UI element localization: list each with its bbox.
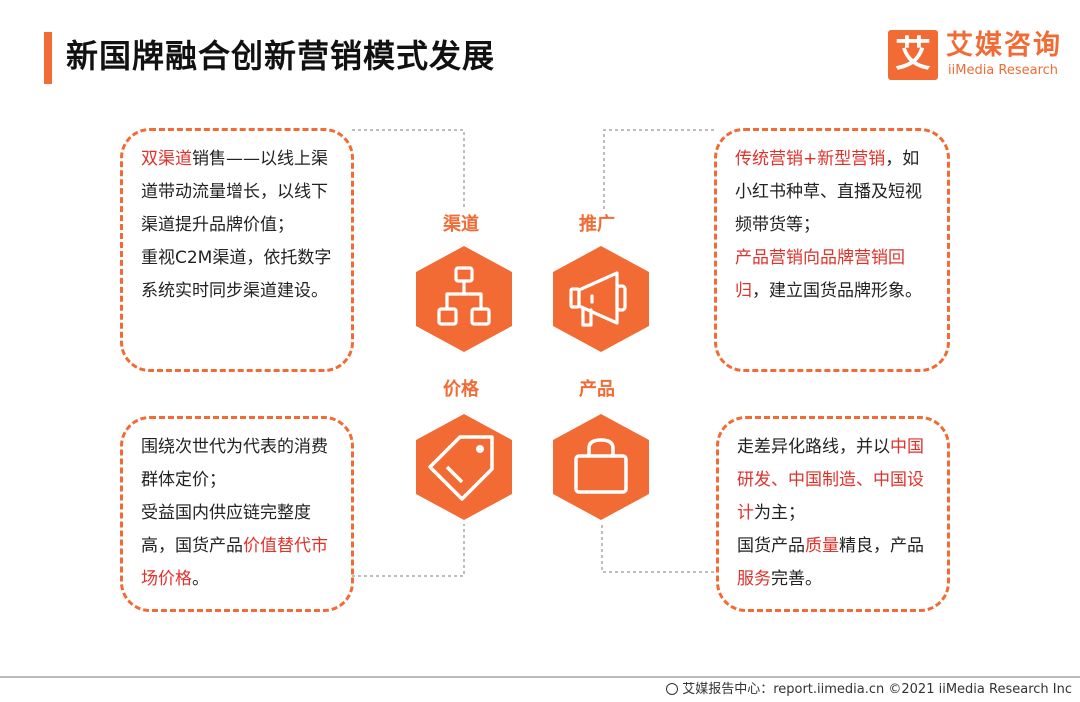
card-promotion-highlight-2: 产品营销向品牌营销回归 [735,248,905,301]
footer-divider [0,676,1080,678]
card-price-highlight: 价值替代市场价格 [141,536,328,589]
card-product-highlight-2: 质量 [805,536,839,556]
card-price: 围绕次世代为代表的消费群体定价； 受益国内供应链完整度高，国货产品价值替代市场价… [120,416,354,612]
globe-icon [666,683,679,695]
title-accent-bar [44,32,52,84]
brand-logo: 艾 艾媒咨询 iiMedia Research [888,30,1064,82]
hex-promotion [553,246,649,352]
card-product-text-1: 走差异化路线，并以中国研发、中国制造、中国设计为主； [737,437,924,523]
card-channel-highlight: 双渠道 [141,149,192,169]
card-price-text-2: 受益国内供应链完整度高，国货产品价值替代市场价格。 [141,503,328,589]
footer: 艾媒报告中心：report.iimedia.cn ©2021 iiMedia R… [666,680,1072,700]
card-channel: 双渠道销售——以线上渠道带动流量增长，以线下渠道提升品牌价值； 重视C2M渠道，… [120,128,354,372]
price-tag-icon [428,435,494,501]
card-channel-text-1: 双渠道销售——以线上渠道带动流量增长，以线下渠道提升品牌价值； [141,149,328,235]
hex-channel [416,246,512,352]
logo-mark-icon: 艾 [888,30,938,80]
label-product: 产品 [579,379,615,400]
label-price: 价格 [443,379,479,400]
page-title: 新国牌融合创新营销模式发展 [66,37,496,75]
card-product-text-2: 国货产品质量精良，产品服务完善。 [737,536,924,589]
shopping-bag-icon [574,438,628,494]
card-price-text-1: 围绕次世代为代表的消费群体定价； [141,437,328,490]
megaphone-icon [569,271,627,327]
card-channel-text-2: 重视C2M渠道，依托数字系统实时同步渠道建设。 [141,248,332,301]
hex-price [416,414,512,520]
card-product: 走差异化路线，并以中国研发、中国制造、中国设计为主； 国货产品质量精良，产品服务… [716,416,950,612]
card-promotion-text-2: 产品营销向品牌营销回归，建立国货品牌形象。 [735,248,922,301]
hex-product [553,414,649,520]
card-promotion-text-1: 传统营销+新型营销，如小红书种草、直播及短视频带货等； [735,149,922,235]
footer-text: 艾媒报告中心：report.iimedia.cn ©2021 iiMedia R… [682,682,1072,697]
org-chart-icon [437,266,491,326]
label-promotion: 推广 [579,214,615,235]
card-product-highlight-1: 中国研发、中国制造、中国设计 [737,437,924,523]
label-channel: 渠道 [443,214,479,235]
logo-name-cn: 艾媒咨询 [946,30,1062,61]
card-product-highlight-3: 服务 [737,569,771,589]
logo-name-en: iiMedia Research [948,63,1059,78]
card-promotion-highlight-1: 传统营销+新型营销 [735,149,886,169]
card-promotion: 传统营销+新型营销，如小红书种草、直播及短视频带货等； 产品营销向品牌营销回归，… [714,128,950,372]
